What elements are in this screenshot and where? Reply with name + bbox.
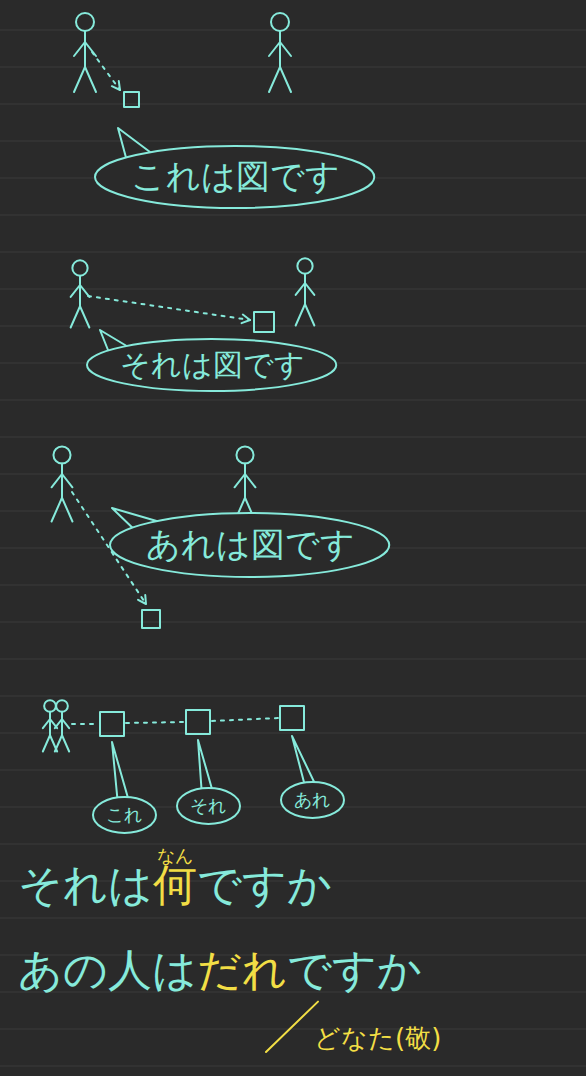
object-square xyxy=(280,706,304,730)
bubble-ellipse xyxy=(110,513,389,577)
pointing-line xyxy=(88,296,250,320)
object-square xyxy=(124,92,139,107)
ruled-line xyxy=(0,437,586,438)
furigana: なん xyxy=(157,846,193,867)
stick-figure xyxy=(71,260,90,327)
bubble-text: それ xyxy=(190,796,226,817)
ruled-line xyxy=(0,215,586,216)
object-square xyxy=(142,610,160,628)
pointing-line xyxy=(92,52,120,90)
bubble-ellipse xyxy=(87,339,336,391)
stick-figure xyxy=(43,700,57,751)
ruled-line xyxy=(0,696,586,697)
stick-figure xyxy=(269,13,291,92)
bubble-tail xyxy=(112,742,130,805)
question-word: だれ xyxy=(197,944,287,995)
word-bubble: あれ xyxy=(279,780,346,820)
pointing-line xyxy=(212,718,278,721)
speech-bubble: あれは図です xyxy=(108,511,391,579)
bubble-ellipse xyxy=(177,788,240,824)
ruled-line xyxy=(0,289,586,290)
honorific-note: どなた(敬) xyxy=(314,1024,441,1054)
ruled-line xyxy=(0,844,586,845)
word-bubble: これ xyxy=(91,795,158,835)
object-square xyxy=(186,710,210,734)
annotation-slash xyxy=(266,1002,318,1052)
bubble-text: これは図です xyxy=(131,157,340,196)
sentence-line: あの人はだれですか xyxy=(18,945,422,996)
pointing-line xyxy=(72,723,98,725)
ruled-line xyxy=(0,400,586,401)
stick-figure xyxy=(296,258,315,325)
ruled-line xyxy=(0,474,586,475)
sentence-part: あの人は xyxy=(18,944,197,995)
bubble-ellipse xyxy=(95,146,374,208)
ruled-line xyxy=(0,918,586,919)
speech-bubble: これは図です xyxy=(93,144,376,210)
speech-bubble: それは図です xyxy=(85,337,338,393)
ruled-line xyxy=(0,252,586,253)
arrow-head xyxy=(242,315,250,324)
ruled-line xyxy=(0,622,586,623)
ruled-line xyxy=(0,141,586,142)
sentence-line: それは何ですか xyxy=(18,860,332,911)
ruled-line xyxy=(0,511,586,512)
bubble-text: これ xyxy=(106,805,142,826)
ruled-line xyxy=(0,585,586,586)
sentence-part: それは xyxy=(18,859,153,910)
ruled-line xyxy=(0,1029,586,1030)
ruled-lines xyxy=(0,30,586,1066)
arrow-head xyxy=(138,595,146,604)
ruled-line xyxy=(0,659,586,660)
object-square xyxy=(254,312,274,332)
object-square xyxy=(100,712,124,736)
ruled-line xyxy=(0,104,586,105)
question-word: 何 xyxy=(153,859,197,910)
bubble-ellipse xyxy=(93,797,156,833)
bubble-text: あれは図です xyxy=(146,525,355,564)
bubble-text: それは図です xyxy=(120,348,305,383)
sentence-part: ですか xyxy=(287,944,422,995)
ruled-line xyxy=(0,733,586,734)
word-bubble: それ xyxy=(175,786,242,826)
stick-figure xyxy=(52,446,73,521)
ruled-line xyxy=(0,770,586,771)
bubble-text: あれ xyxy=(294,790,330,811)
ruled-line xyxy=(0,67,586,68)
arrow-head xyxy=(112,81,120,90)
stick-figure xyxy=(235,446,256,521)
sentence-part: ですか xyxy=(197,859,332,910)
ruled-line xyxy=(0,1066,586,1067)
bubble-ellipse xyxy=(281,782,344,818)
pointing-line xyxy=(126,722,184,723)
stick-figure xyxy=(55,700,69,751)
